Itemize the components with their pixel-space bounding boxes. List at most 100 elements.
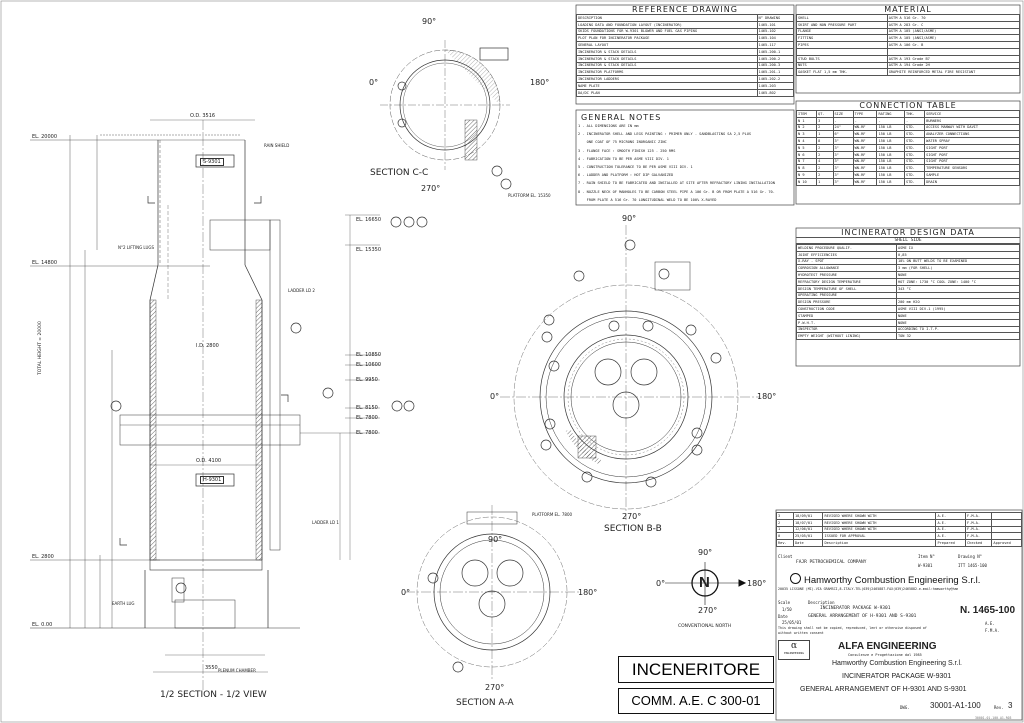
inceneritore-stamp: INCENERITORE [618, 656, 774, 683]
bb-deg180: 180° [757, 392, 777, 401]
design-data-title: INCINERATOR DESIGN DATA [841, 228, 975, 237]
connection-cell: - [904, 116, 926, 125]
comm-stamp: COMM. A.E. C 300-01 [618, 688, 774, 714]
el-15350: EL. 15350 [356, 247, 382, 253]
connection-cell: N 10 [795, 177, 818, 186]
alfa-package: INCINERATOR PACKAGE W-9301 [842, 673, 952, 680]
revision-description: ISSUED FOR APPROVAL [822, 532, 937, 541]
connection-header-cell: QT. [816, 110, 834, 118]
el-0: EL. 0.00 [32, 622, 53, 628]
connection-header-cell: SIZE [832, 110, 854, 118]
material-cell: FLANGE [796, 27, 888, 36]
design-data-cell: JOINT EFFICIENCIES [796, 250, 897, 259]
revision-header-cell: Description [822, 539, 937, 547]
section-cc-label: SECTION C-C [370, 168, 429, 178]
material-cell: GRAPHITE REINFORCED METAL FIRE RESISTANT [886, 68, 1021, 77]
platform-label: PLATFORM EL. 7800 [532, 512, 573, 517]
connection-cell: SIGHT PORT [924, 157, 1020, 166]
stack-tag: S-9301 [200, 158, 224, 166]
total-height-label: TOTAL HEIGHT = 20000 [38, 321, 43, 375]
company-text: Hamworthy Combustion Engineering S.r.l. [804, 575, 981, 586]
design-data-cell: EMPTY WEIGHT (WITHOUT LINING) [796, 332, 897, 341]
revision-header-cell: Approved [991, 539, 1022, 547]
connection-cell: 2 [816, 171, 834, 179]
revision-approved [991, 532, 1022, 541]
platform2-label: PLATFORM EL. 15350 [508, 193, 551, 198]
item-value: W-9301 [918, 563, 933, 568]
el-10850: EL. 10850 [356, 352, 382, 358]
connection-cell: 150 LB [876, 123, 906, 132]
connection-cell: 3 [816, 116, 834, 125]
connection-cell: STD. [904, 137, 926, 145]
revision-header-cell: Prepared [935, 539, 967, 547]
reference-cell: 1465-200-2 [756, 54, 795, 63]
lifting-lugs-label: N°2 LIFTING LUGS [118, 245, 155, 250]
table-frames [575, 4, 1023, 721]
design-data-cell: INSPECTOR [796, 325, 897, 334]
connection-cell: STD. [904, 157, 926, 166]
revision-date: 18/09/01 [792, 512, 824, 520]
connection-cell: WN-RF [852, 177, 878, 186]
design-data-cell: ASME IX [895, 244, 1021, 252]
connection-title: CONNECTION TABLE [859, 101, 957, 110]
material-cell: ASTM A 106 Gr. B [886, 41, 1021, 49]
reference-cell: INCINERATOR & STACK DETAILS [576, 61, 758, 70]
connection-cell: WN-RF [852, 143, 878, 152]
connection-cell: N 1 [795, 116, 818, 125]
connection-cell: N 6 [795, 150, 818, 159]
alfa-description: GENERAL ARRANGEMENT OF H-9301 AND S-9301 [800, 686, 967, 693]
general-notes-panel: GENERAL NOTES 1 - ALL DIMENSIONS ARE IN … [578, 113, 792, 204]
connection-cell: 2 [816, 123, 834, 132]
design-data-cell: X-RAY - SPOT [796, 257, 897, 266]
connection-cell: N 7 [795, 157, 818, 166]
plenum-label: PLENUM CHAMBER [218, 668, 256, 673]
alfa-logo: α ENGINEERING [778, 640, 810, 660]
revision-header-cell: Date [792, 539, 824, 547]
el-14800: EL. 14800 [32, 260, 58, 266]
connection-cell: SIGHT PORT [924, 143, 1020, 152]
connection-cell: 150 LB [876, 157, 906, 166]
connection-cell: 150 LB [876, 177, 906, 186]
general-note-item: 4 - FABRICATION TO BE PER ASME VIII DIV.… [578, 156, 669, 161]
north-deg90: 90° [698, 548, 713, 557]
rev-number: 3 [1008, 701, 1013, 710]
revision-header-cell: Rev. [776, 539, 794, 547]
el-20000: EL. 20000 [32, 134, 58, 140]
reference-row: SKIDS FOUNDATIONS FOR W-9301 BLOWER AND … [576, 27, 795, 36]
ladder-ld2-label: LADDER LD 2 [288, 288, 315, 293]
reference-cell: 1465-101 [756, 20, 795, 29]
connection-cell: STD. [904, 177, 926, 186]
aa-deg180: 180° [578, 588, 598, 597]
material-cell: ASTM A 516 Gr. 70 [886, 14, 1021, 22]
material-cell: ASTM A 194 Grade 2H [886, 61, 1021, 70]
drawing-number-short: N. 1465-100 [960, 605, 1016, 616]
connection-cell: 3" [832, 177, 854, 186]
cc-deg0: 0° [369, 78, 379, 87]
revision-number: 3 [776, 512, 794, 520]
material-title: MATERIAL [884, 5, 932, 14]
design-data-row: P.W.H.T.NONE [796, 318, 1021, 327]
reference-drawing-rows: LOADING DATA AND FOUNDATION LAYOUT (INCI… [576, 20, 795, 97]
revision-prepared: A.E. [935, 525, 967, 534]
